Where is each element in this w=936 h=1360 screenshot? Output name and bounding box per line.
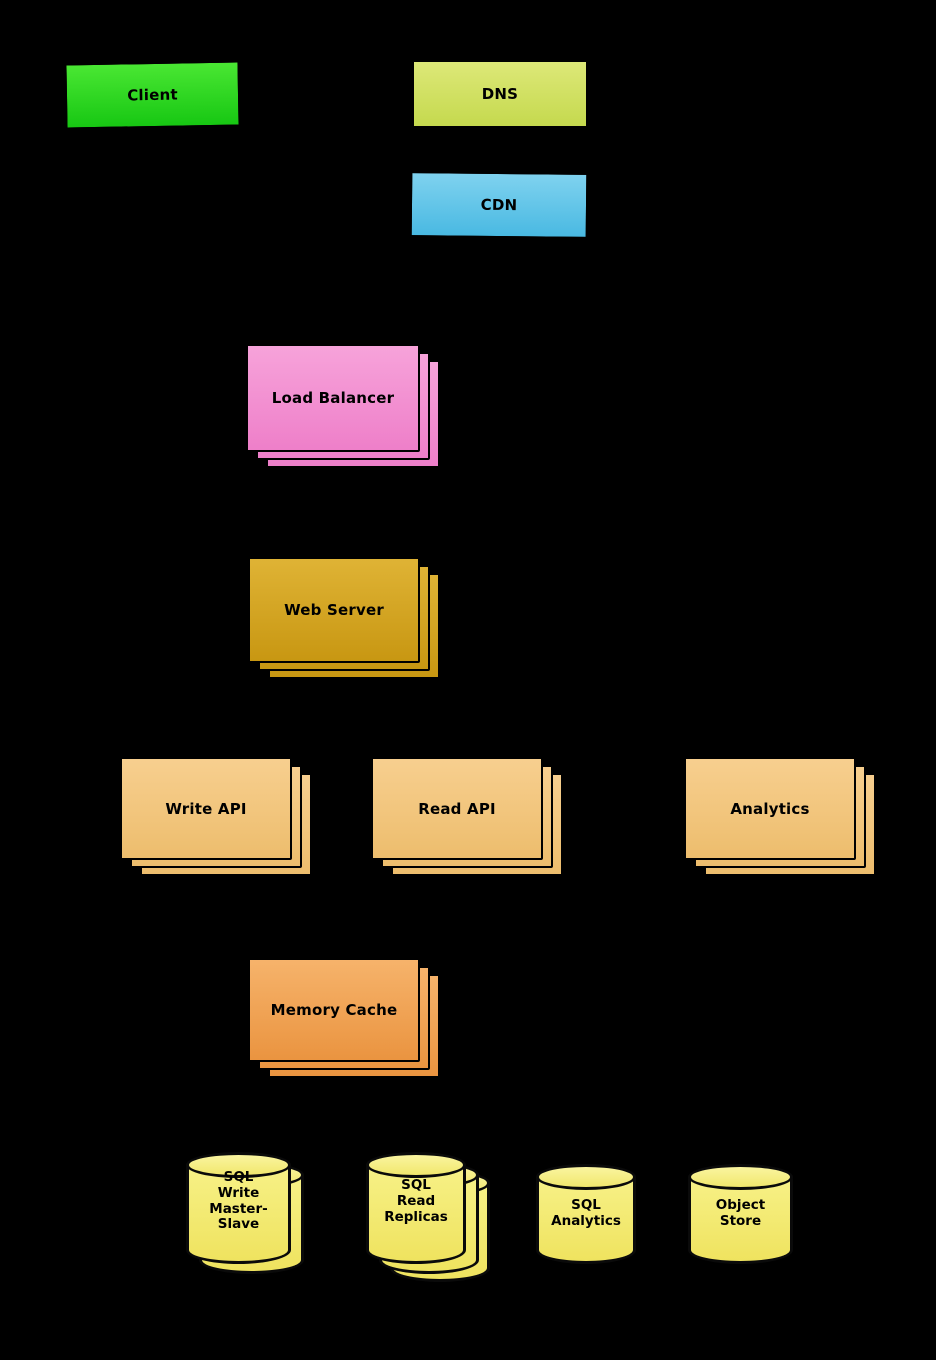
node-write-api: Write API xyxy=(120,757,312,876)
node-label: Read API xyxy=(418,799,496,818)
node-memory-cache: Memory Cache xyxy=(248,958,440,1078)
cylinder-top xyxy=(536,1164,636,1190)
node-label: SQL Read Replicas xyxy=(384,1177,448,1225)
node-web-server: Web Server xyxy=(248,557,440,679)
cylinder: SQL Analytics xyxy=(536,1164,636,1264)
node-sql-write-master-slave: Slave SQL Write Master-Slave xyxy=(186,1152,304,1274)
cylinder-body xyxy=(536,1177,636,1264)
node-label: Load Balancer xyxy=(271,389,395,407)
node-label: Memory Cache xyxy=(270,1001,398,1019)
node-face: Write API xyxy=(120,757,292,860)
node-label: CDN xyxy=(480,195,518,215)
cylinder-top xyxy=(688,1164,793,1190)
node-analytics: Analytics xyxy=(684,757,876,876)
node-face: Read API xyxy=(371,757,543,860)
node-label: Write API xyxy=(165,799,247,818)
node-face: Analytics xyxy=(684,757,856,860)
node-cdn: CDN xyxy=(409,171,589,239)
node-face: Web Server xyxy=(248,557,420,663)
node-label: Analytics xyxy=(730,799,810,818)
node-face: DNS xyxy=(412,60,588,128)
node-face: CDN xyxy=(409,171,589,239)
node-sql-read-replicas: SQL Read Replicas xyxy=(366,1152,490,1282)
node-label: Object Store xyxy=(715,1197,766,1229)
cylinder-top xyxy=(186,1152,291,1178)
node-label: Client xyxy=(127,85,178,105)
cylinder: SQL Write Master-Slave xyxy=(186,1152,291,1264)
node-sql-analytics: SQL Analytics xyxy=(536,1164,636,1264)
cylinder: SQL Read Replicas xyxy=(366,1152,466,1264)
node-dns: DNS xyxy=(412,60,588,128)
node-label: SQL Analytics xyxy=(551,1197,621,1229)
node-face: Client xyxy=(64,60,241,130)
node-face: Memory Cache xyxy=(248,958,420,1062)
node-load-balancer: Load Balancer xyxy=(246,344,440,468)
cylinder-top xyxy=(366,1152,466,1178)
node-read-api: Read API xyxy=(371,757,563,876)
node-face: Load Balancer xyxy=(246,344,420,452)
cylinder: Object Store xyxy=(688,1164,793,1264)
node-label: DNS xyxy=(481,85,519,103)
node-label: Web Server xyxy=(284,601,384,619)
cylinder-body xyxy=(688,1177,793,1264)
node-object-store: Object Store xyxy=(688,1164,793,1264)
node-client: Client xyxy=(64,60,241,130)
cylinder-body xyxy=(366,1165,466,1264)
cylinder-body xyxy=(186,1165,291,1264)
node-label: SQL Write Master-Slave xyxy=(209,1169,268,1233)
